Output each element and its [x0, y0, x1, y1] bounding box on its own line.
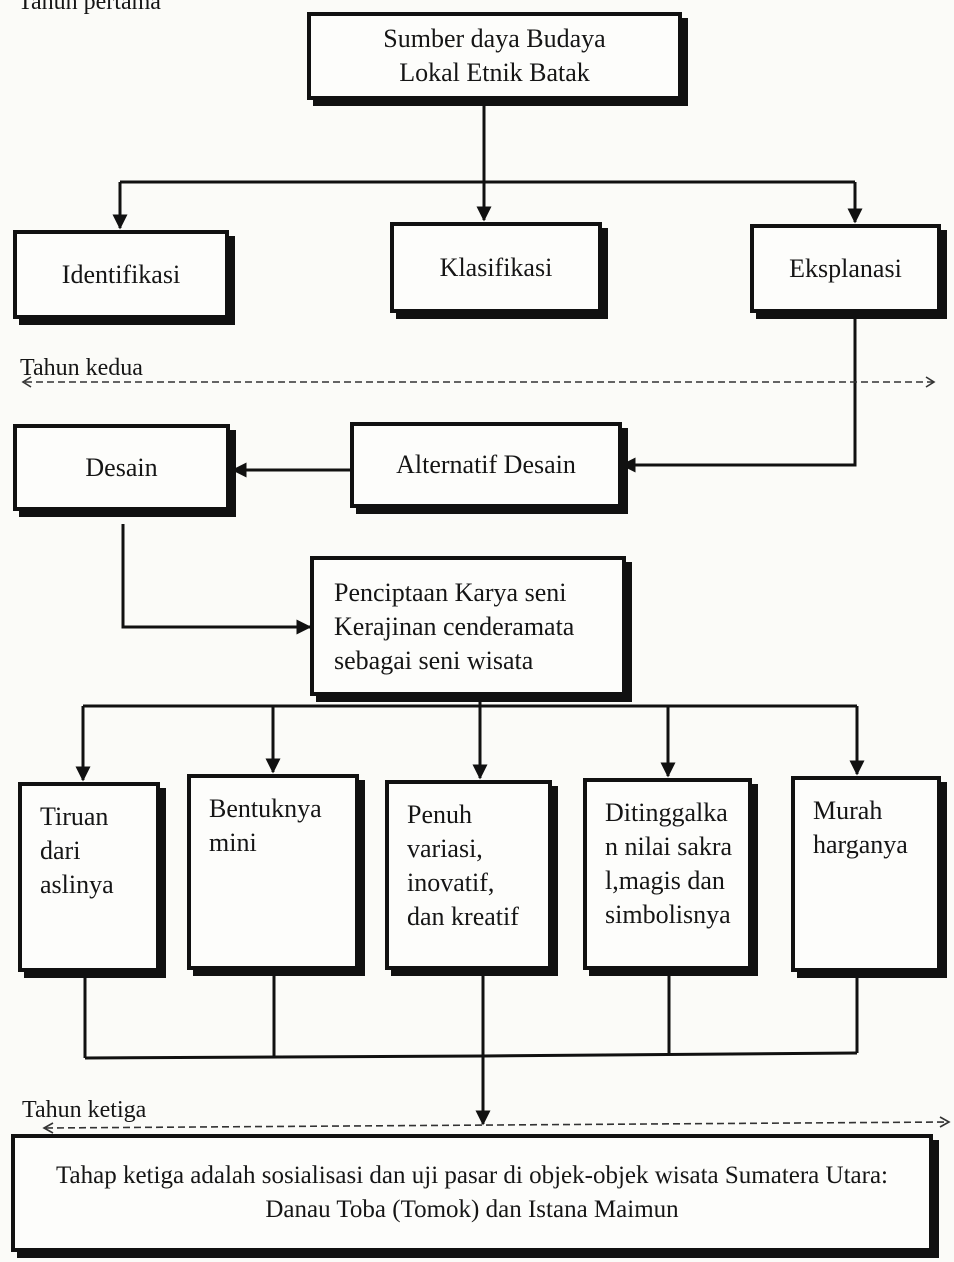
- node-characteristic-2: Bentuknya mini: [187, 774, 359, 970]
- node-characteristic-1-text: Tiruan dari aslinya: [40, 802, 114, 899]
- stage-label-year3: Tahun ketiga: [22, 1097, 147, 1123]
- divider-year3: [45, 1121, 949, 1129]
- node-final-text: Tahap ketiga adalah sosialisasi dan uji …: [55, 1162, 888, 1223]
- divider-year3-right-head: [939, 1116, 951, 1128]
- node-characteristic-3-text: Penuh variasi, inovatif, dan kreatif: [407, 800, 519, 931]
- node-alternative-design-text: Alternatif Desain: [396, 450, 576, 479]
- node-final: Tahap ketiga adalah sosialisasi dan uji …: [11, 1134, 933, 1252]
- stage-label-year1: Tahun pertama: [18, 0, 161, 15]
- node-identification: Identifikasi: [13, 230, 229, 319]
- merge-line: [84, 1051, 858, 1060]
- node-characteristic-1: Tiruan dari aslinya: [18, 782, 160, 972]
- node-characteristic-4: Ditinggalkan nilai sakral,magis dan simb…: [583, 778, 752, 970]
- divider-year2-right-head: [925, 376, 936, 388]
- node-explanation-text: Eksplanasi: [789, 253, 902, 283]
- node-identification-text: Identifikasi: [61, 259, 181, 289]
- node-explanation: Eksplanasi: [750, 224, 941, 313]
- node-source: Sumber daya Budaya Lokal Etnik Batak: [307, 12, 682, 100]
- node-classification: Klasifikasi: [390, 222, 602, 313]
- node-characteristic-5: Murah harganya: [791, 776, 941, 972]
- arrow-design-to-creation: [121, 524, 312, 635]
- node-creation-text: Penciptaan Karya seni Kerajinan cenderam…: [334, 578, 575, 675]
- node-characteristic-5-text: Murah harganya: [813, 796, 908, 859]
- node-design: Desain: [13, 424, 230, 511]
- divider-year3-left-head: [42, 1122, 54, 1134]
- divider-year2-left-head: [21, 376, 32, 388]
- node-classification-text: Klasifikasi: [439, 252, 553, 282]
- node-characteristic-2-text: Bentuknya mini: [209, 794, 322, 857]
- node-alternative-design: Alternatif Desain: [350, 422, 622, 508]
- node-design-text: Desain: [85, 452, 158, 482]
- stage-label-year2: Tahun kedua: [20, 355, 143, 381]
- node-source-text: Sumber daya Budaya Lokal Etnik Batak: [383, 24, 606, 87]
- node-characteristic-4-text: Ditinggalkan nilai sakral,magis dan simb…: [605, 798, 733, 929]
- node-creation: Penciptaan Karya seni Kerajinan cenderam…: [310, 556, 626, 696]
- arrow-explanation-to-alternative: [620, 316, 857, 473]
- node-characteristic-3: Penuh variasi, inovatif, dan kreatif: [385, 780, 552, 970]
